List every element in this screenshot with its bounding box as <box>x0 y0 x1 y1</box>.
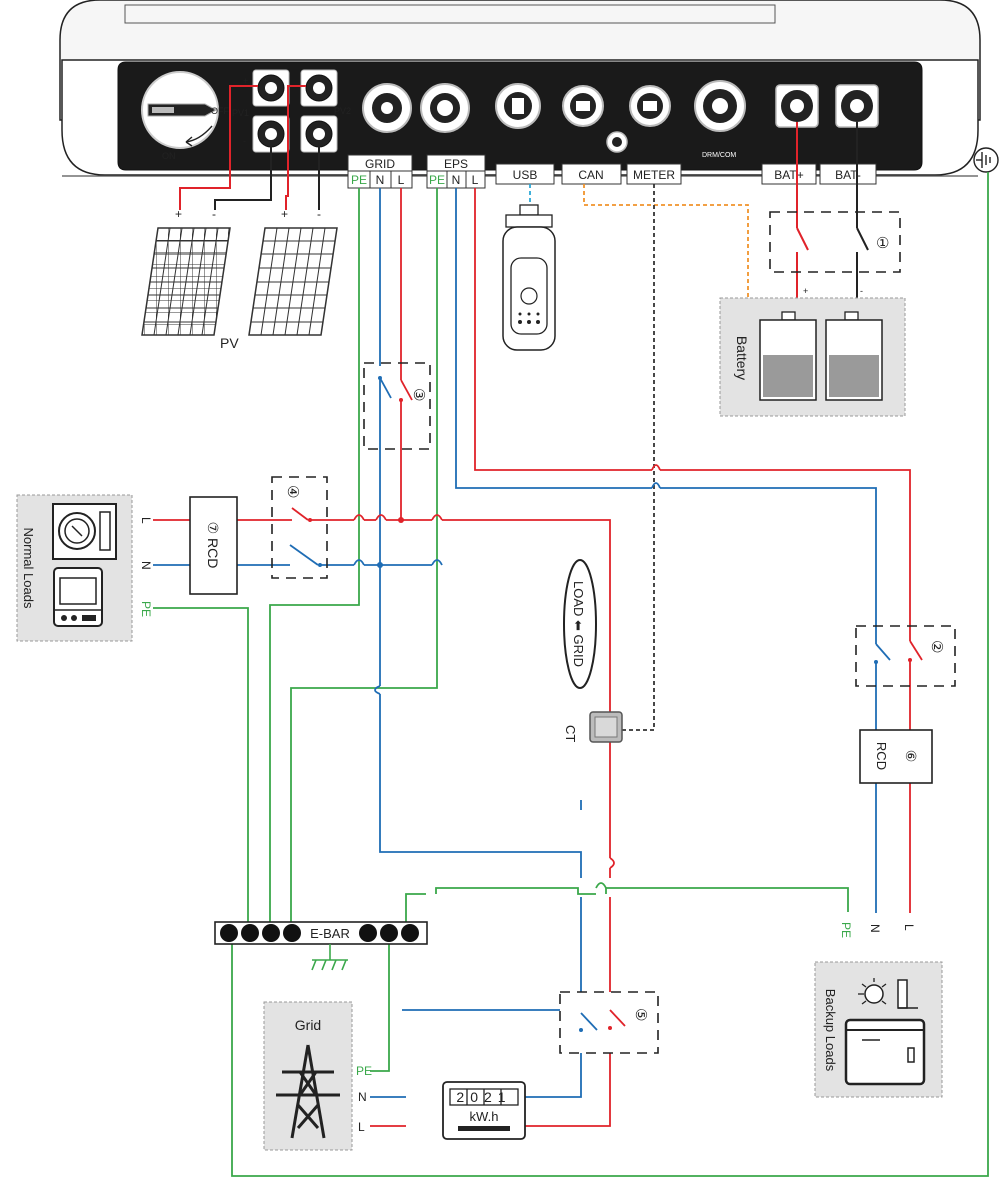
backup-loads-n: N <box>868 924 882 933</box>
bat-plus-port-label: BAT+ <box>774 168 803 182</box>
switch-4: ④ <box>271 476 328 579</box>
dc-switch[interactable]: OFF ON <box>141 71 229 161</box>
switch-3: ③ <box>363 362 431 450</box>
switch-2-number: ② <box>928 640 945 653</box>
pv1-minus-terminal: - <box>212 207 216 221</box>
rcd-6-number: ⑥ <box>903 750 919 763</box>
grid-n-label: N <box>376 173 385 187</box>
ct-label: CT <box>563 725 578 742</box>
pv2-label: PV2 <box>334 106 351 116</box>
refrigerator-icon <box>844 1018 926 1086</box>
switch-1-number: ① <box>876 235 889 252</box>
meter-port-label: METER <box>633 168 675 182</box>
ct-clamp-icon: CT <box>563 711 623 743</box>
ct-direction-text: LOAD ⬅ GRID <box>571 581 586 667</box>
battery-label: Battery <box>734 336 750 380</box>
battery-cell-2-icon <box>825 311 883 401</box>
eps-pe-label: PE <box>429 173 445 187</box>
ground-symbol-icon <box>973 147 999 173</box>
bat-minus-port-label: BAT- <box>835 168 861 182</box>
backup-loads-pe: PE <box>839 922 853 938</box>
grid-pe: PE <box>356 1064 372 1078</box>
battery-box: + - Battery <box>719 286 906 417</box>
pv1-plus: + <box>243 76 248 86</box>
usb-dongle-icon <box>502 204 556 351</box>
wire-crossovers <box>353 464 661 889</box>
can-port-label: CAN <box>578 168 603 182</box>
wire-junctions <box>377 517 404 568</box>
backup-loads-label: Backup Loads <box>823 989 838 1072</box>
battery-plus-label: + <box>803 286 808 296</box>
pv-panel-2 <box>248 227 338 336</box>
rcd-7: ⑦ RCD <box>189 496 238 595</box>
switch-3-number: ③ <box>410 388 427 401</box>
ct-direction-indicator: LOAD ⬅ GRID <box>563 559 597 689</box>
comm-wiring <box>529 184 749 731</box>
pv2-minus-terminal: - <box>317 207 321 221</box>
grid-l: L <box>358 1120 365 1134</box>
eps-n-label: N <box>452 173 461 187</box>
earth-ground-icon <box>311 944 348 971</box>
rcd-7-label: ⑦ RCD <box>205 522 221 569</box>
oven-icon <box>53 567 103 627</box>
light-bulb-icon <box>858 978 887 1005</box>
meter-unit: kW.h <box>470 1109 499 1124</box>
pv-connectors: PV1 PV2 + - <box>232 69 351 153</box>
normal-loads-pe: PE <box>139 601 153 617</box>
switch-on-label: ON <box>162 151 176 161</box>
pv1-label: PV1 <box>232 108 249 118</box>
energy-meter: 2021 kW.h <box>442 1081 526 1140</box>
pv-label: PV <box>220 335 239 351</box>
transmission-tower-icon <box>276 1044 340 1139</box>
switch-4-number: ④ <box>284 485 301 498</box>
normal-loads-box: Normal Loads L N PE <box>16 494 153 642</box>
pv-wiring <box>179 85 320 210</box>
battery-minus-label: - <box>860 286 863 296</box>
grid-box: Grid PE N L <box>263 1001 372 1151</box>
e-bar-label: E-BAR <box>310 926 350 941</box>
pv2-plus-terminal: + <box>281 207 288 221</box>
pv-panel-1 <box>141 227 231 336</box>
switch-off-label: OFF <box>211 106 229 116</box>
line-wiring <box>153 188 911 1127</box>
backup-loads-box: Backup Loads <box>814 961 943 1098</box>
switch-1: ① <box>769 211 901 273</box>
eps-port-label: EPS <box>444 157 468 171</box>
grid-pe-label: PE <box>351 173 367 187</box>
normal-loads-n: N <box>139 561 153 570</box>
grid-label: Grid <box>295 1017 321 1033</box>
grid-port-label: GRID <box>365 157 395 171</box>
battery-cell-1-icon <box>759 311 817 401</box>
grid-n: N <box>358 1090 367 1104</box>
port-label-bar: GRID PE N L EPS PE N L USB CAN METER BAT… <box>62 154 978 189</box>
washing-machine-icon <box>52 503 117 560</box>
heater-icon <box>897 979 918 1009</box>
switch-2: ② <box>855 625 956 687</box>
neutral-wiring <box>153 188 877 1098</box>
backup-loads-l: L <box>902 924 916 931</box>
normal-loads-label: Normal Loads <box>21 528 36 609</box>
switch-5-box: ⑤ <box>559 991 659 1054</box>
earth-wiring <box>153 172 989 1177</box>
eps-l-label: L <box>472 173 479 187</box>
ac-ports: DRM/COM <box>362 80 879 159</box>
e-bar: E-BAR <box>214 921 428 971</box>
pv1-minus: - <box>243 136 246 146</box>
pv1-plus-terminal: + <box>175 207 182 221</box>
battery-wiring <box>796 122 869 298</box>
rcd-6: RCD ⑥ <box>859 729 933 784</box>
grid-l-label: L <box>398 173 405 187</box>
meter-digits: 2021 <box>456 1089 511 1105</box>
usb-port-label: USB <box>513 168 538 182</box>
normal-loads-l: L <box>139 517 153 524</box>
rcd-6-label: RCD <box>874 742 889 770</box>
switch-5-number: ⑤ <box>632 1008 649 1021</box>
drm-com-label: DRM/COM <box>702 152 736 159</box>
